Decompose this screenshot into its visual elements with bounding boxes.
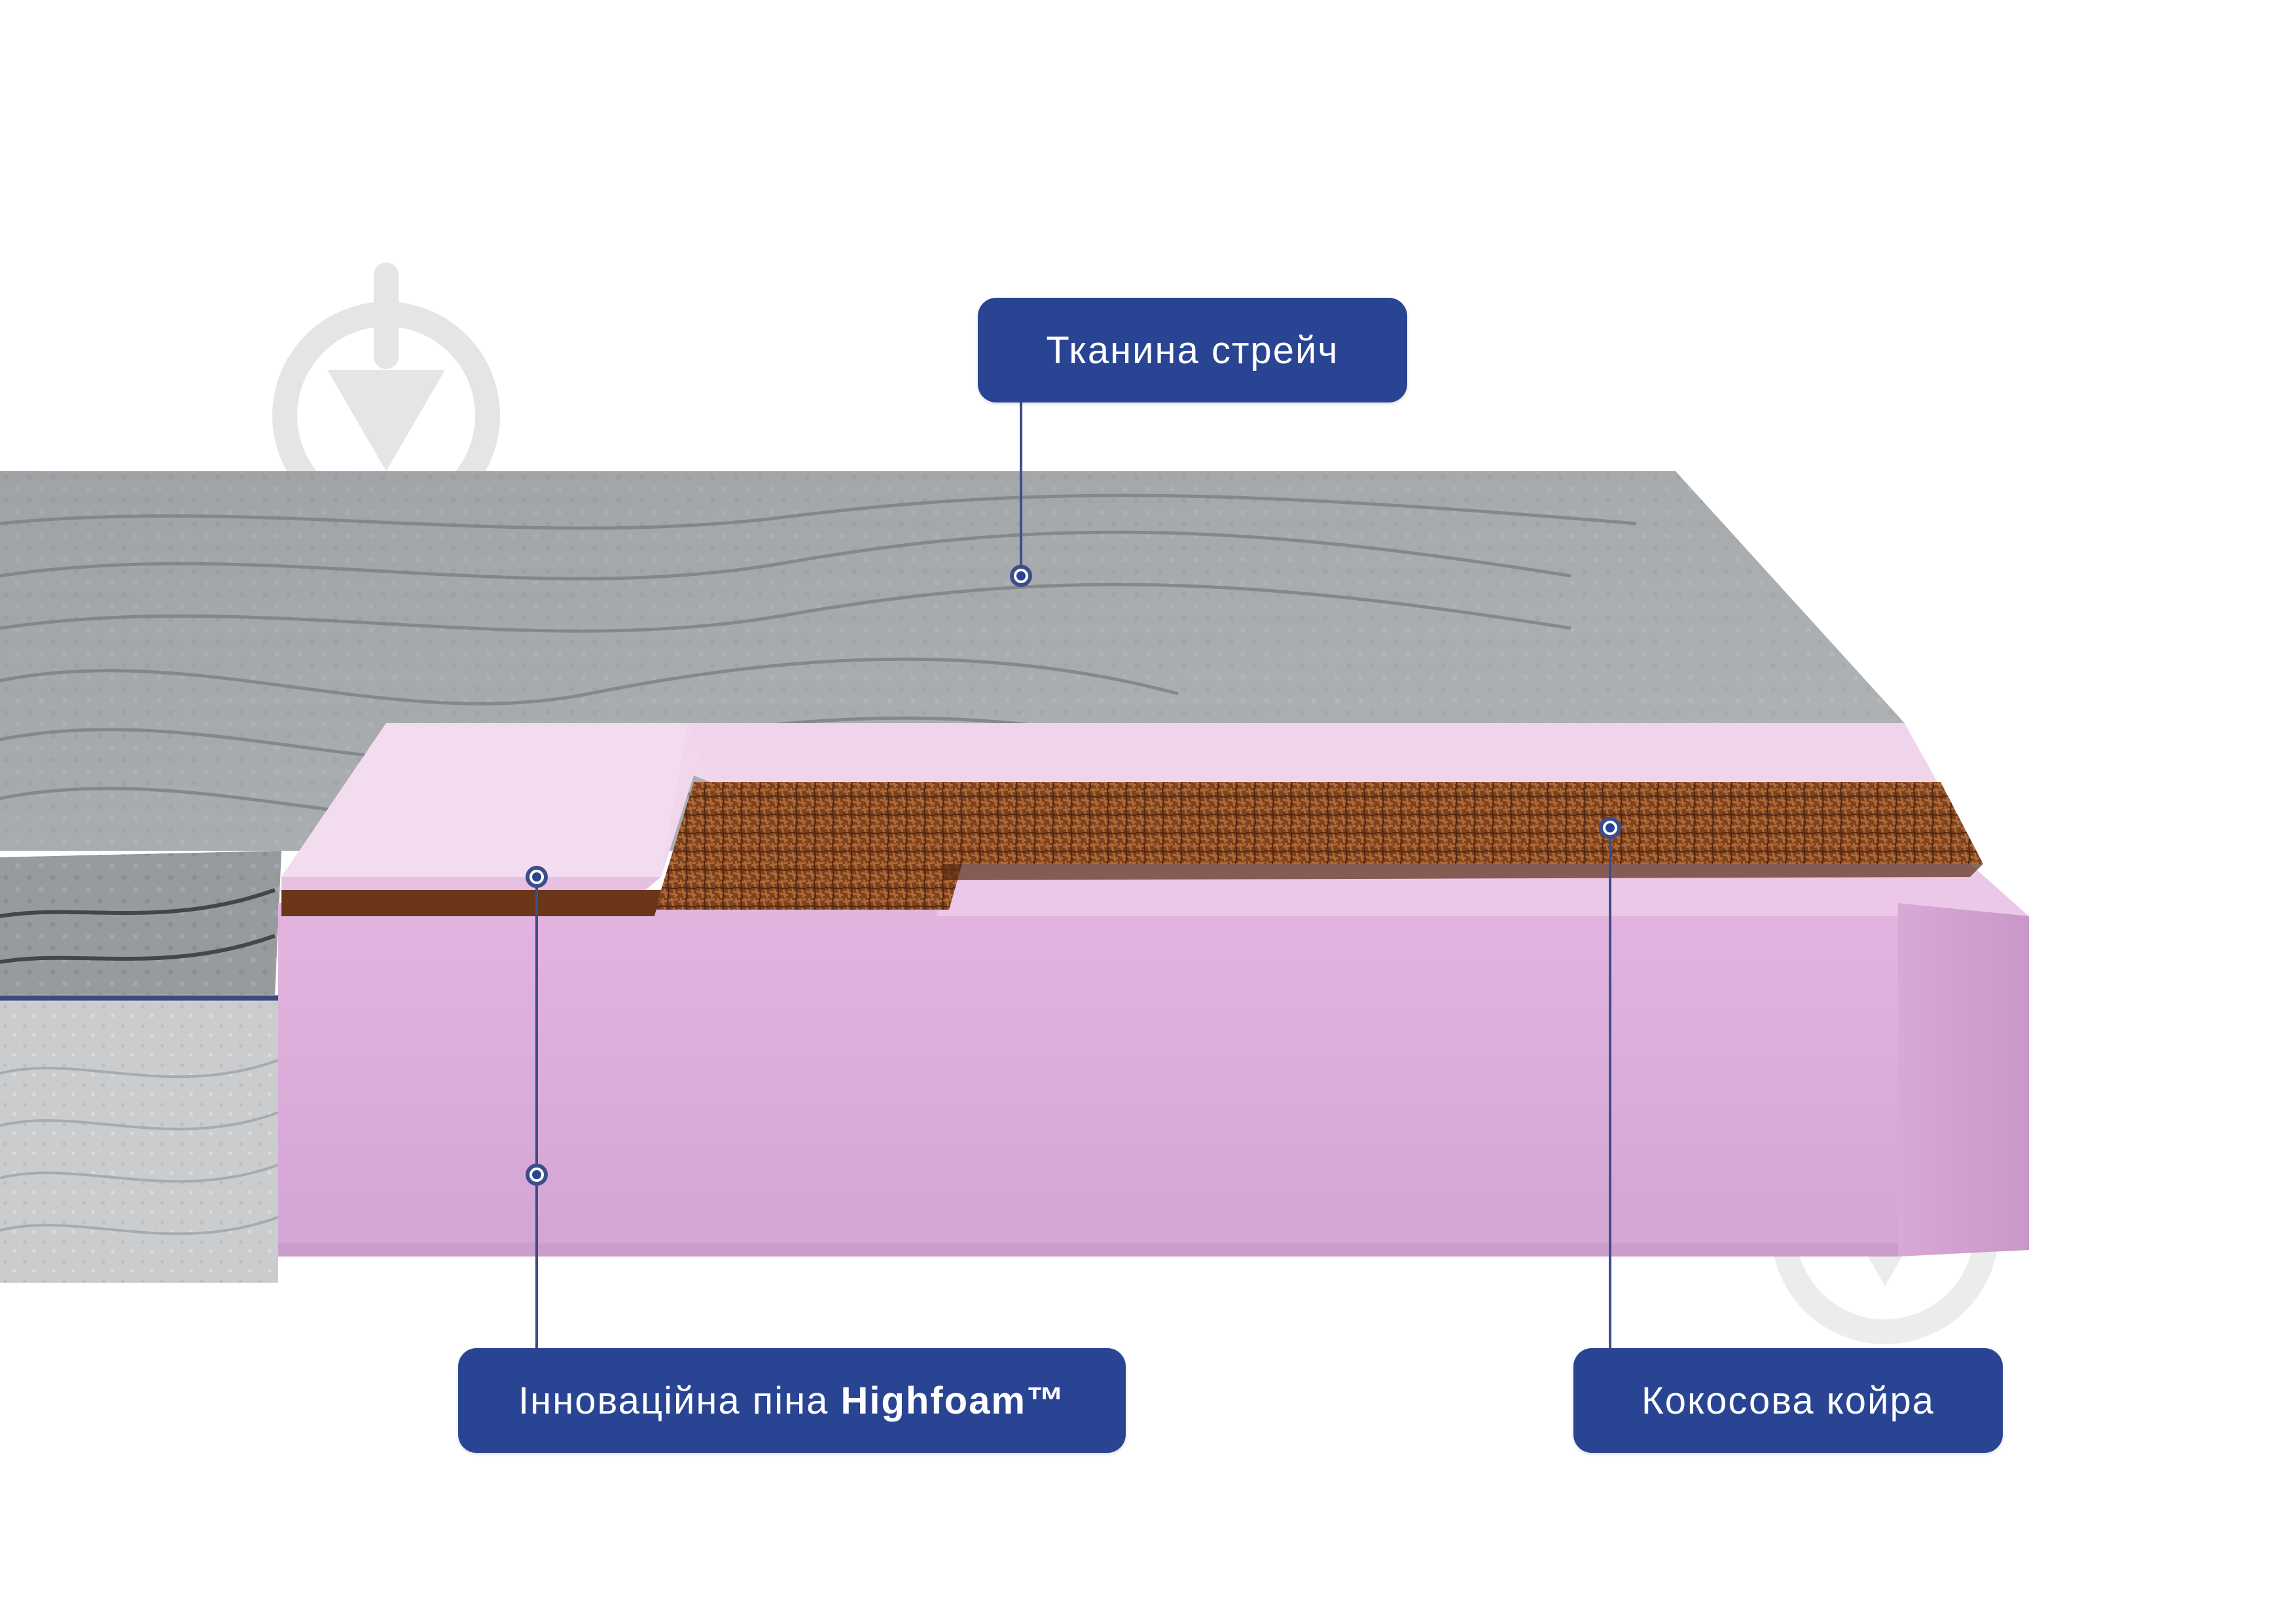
coconut-coir-layer [281,782,1983,916]
leader-fabric [1010,402,1032,587]
label-coconut-coir: Кокосова койра [1573,1348,2003,1453]
leader-foam [526,866,548,1348]
label-stretch-fabric-text: Тканина стрейч [1046,329,1339,372]
label-coconut-coir-text: Кокосова койра [1641,1379,1935,1422]
label-highfoam-prefix: Інноваційна піна [518,1379,841,1422]
leader-coir [1599,817,1621,1348]
label-highfoam-brand: Highfoam™ [840,1379,1066,1422]
label-stretch-fabric: Тканина стрейч [978,298,1407,402]
highfoam-layer [278,723,2029,1257]
label-highfoam: Інноваційна піна Highfoam™ [458,1348,1126,1453]
